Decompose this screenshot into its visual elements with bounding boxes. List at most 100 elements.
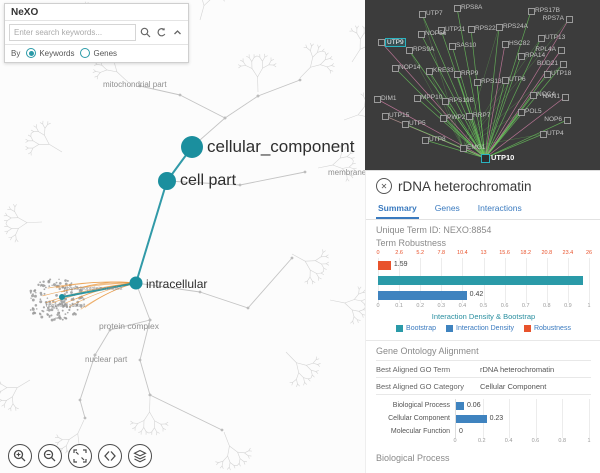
network-node[interactable] [560,61,567,68]
network-node[interactable] [540,131,547,138]
network-node[interactable] [440,115,447,122]
legend-label: Robustness [533,325,571,332]
gridline [562,425,564,438]
network-node[interactable] [378,39,385,46]
goa-value: rDNA heterochromatin [480,364,555,374]
axis-tick: 7.8 [437,250,446,256]
gridline [589,258,590,303]
network-node[interactable] [518,53,525,60]
axis-tick: 0.1 [395,303,403,309]
radio-genes-label: Genes [93,48,118,58]
table-row: Best Aligned GO Category Cellular Compon… [376,378,591,395]
radio-genes[interactable]: Genes [80,48,117,58]
network-node[interactable] [414,95,421,102]
network-node[interactable] [374,96,381,103]
network-node[interactable] [402,121,409,128]
network-node[interactable] [454,71,461,78]
network-node[interactable] [460,145,467,152]
network-node[interactable] [468,26,475,33]
reset-icon[interactable] [155,26,168,39]
gridline [482,425,484,438]
search-input[interactable] [9,24,136,41]
go-bar-value: 0 [459,427,463,435]
term-details-panel: ✕ rDNA heterochromatin Summary Genes Int… [365,170,600,473]
network-node[interactable] [528,8,535,15]
network-node[interactable] [392,65,399,72]
go-bar-track: 0 [455,425,590,438]
network-node[interactable] [538,35,545,42]
fit-to-screen-button[interactable] [68,444,92,468]
network-node[interactable] [562,94,569,101]
network-hub-node[interactable] [481,154,490,163]
network-node[interactable] [566,16,573,23]
network-node[interactable] [438,27,445,34]
legend-label: Bootstrap [406,325,436,332]
network-node[interactable] [474,79,481,86]
radio-keywords-dot [26,48,37,58]
bar-value-label: 0.42 [469,291,484,298]
gridline [589,425,590,438]
close-icon[interactable]: ✕ [376,178,392,194]
legend-item: Robustness [523,325,571,332]
go-bar-track: 0.06 [455,399,590,412]
network-node[interactable] [406,47,413,54]
bar [378,260,391,270]
gridline [509,412,511,425]
axis-tick: 0.2 [416,303,425,309]
network-node[interactable] [426,68,433,75]
search-icon[interactable] [139,26,152,39]
network-node[interactable] [422,137,429,144]
goa-key: Best Aligned GO Category [376,381,464,391]
go-alignment-table: Best Aligned GO Term rDNA heterochromati… [376,360,591,395]
section-divider [366,340,600,341]
zoom-in-button[interactable] [8,444,32,468]
network-node[interactable] [496,24,503,31]
axis-tick: 13 [480,250,487,256]
layers-button[interactable] [128,444,152,468]
network-node[interactable] [530,92,537,99]
network-node[interactable] [418,31,425,38]
network-node[interactable] [442,98,449,105]
network-node[interactable] [502,41,509,48]
go-alignment-section-label: Gene Ontology Alignment [376,346,479,356]
bar-row [378,273,589,288]
axis-tick: 23.4 [562,250,574,256]
network-node[interactable] [518,109,525,116]
tab-summary[interactable]: Summary [376,201,419,219]
go-category-label: Cellular Component [388,415,450,422]
goa-value: Cellular Component [480,381,547,391]
network-node[interactable] [454,5,461,12]
network-node[interactable] [502,77,509,84]
network-node[interactable] [419,11,426,18]
axis-tick: 0.5 [479,303,488,309]
network-node[interactable] [558,47,565,54]
axis-tick: 0.7 [521,303,530,309]
term-title: rDNA heterochromatin [398,178,532,194]
legend-swatch [523,325,531,332]
tab-interactions[interactable]: Interactions [477,203,522,213]
axis-tick: 0.8 [558,438,567,444]
axis-tick: 0.8 [542,303,551,309]
ontology-canvas[interactable]: NeXO By Keywords [0,0,365,473]
network-node[interactable] [466,113,473,120]
app-title: NeXO [5,4,188,21]
axis-tick: 0 [453,438,457,444]
network-node[interactable] [449,43,456,50]
radio-keywords[interactable]: Keywords [26,48,74,58]
zoom-out-button[interactable] [38,444,62,468]
tab-genes[interactable]: Genes [434,203,460,213]
network-node[interactable] [544,71,551,78]
axis-tick: 0.4 [504,438,513,444]
network-node[interactable] [564,117,571,124]
gridline [535,399,537,412]
gridline [589,412,590,425]
axis-tick: 10.4 [457,250,468,256]
network-node[interactable] [382,113,389,120]
collapse-panel-icon[interactable] [171,26,184,39]
robustness-axis-label: Interaction Density & Bootstrap [431,312,536,321]
axis-tick: 0.4 [458,303,467,309]
expand-collapse-button[interactable] [98,444,122,468]
